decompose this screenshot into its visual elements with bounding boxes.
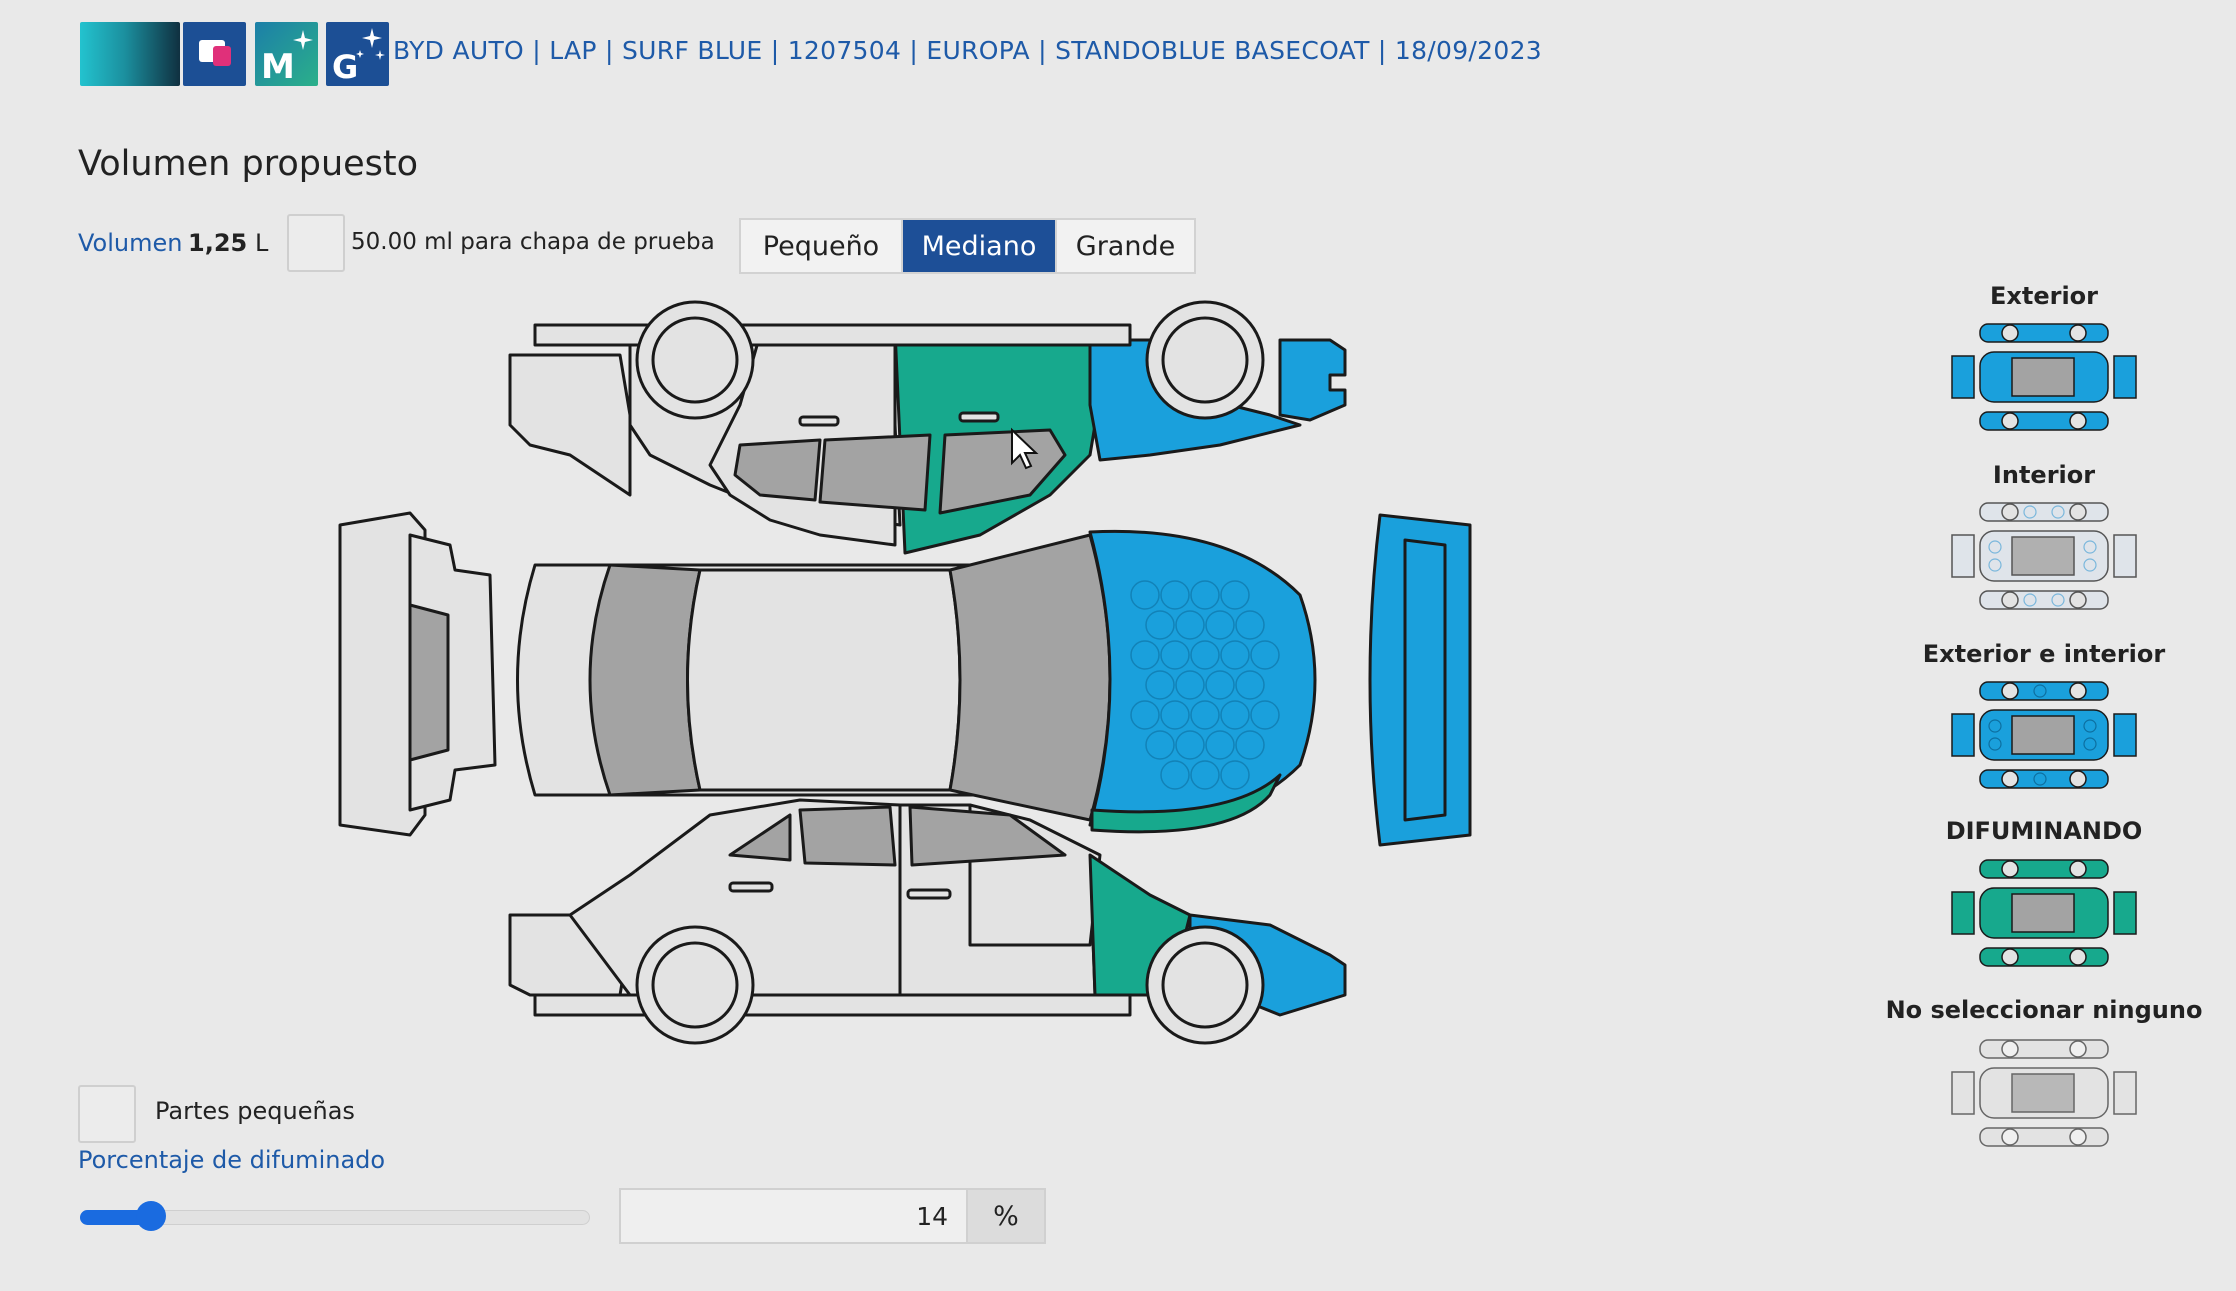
test-panel-checkbox[interactable] (287, 214, 345, 272)
bottom-rocker-strip (533, 993, 1132, 1017)
preset-none-label: No seleccionar ninguno (1885, 996, 2203, 1024)
preset-exterior-label: Exterior (1989, 282, 2098, 310)
preset-exterior-interior-thumbnail[interactable] (1950, 676, 2138, 794)
size-large-button[interactable]: Grande (1055, 220, 1194, 272)
volume-label: Volumen (78, 229, 183, 257)
top-door-handle (798, 415, 840, 427)
bottom-door-handle-front (906, 888, 952, 900)
preset-none-thumbnail[interactable] (1950, 1034, 2138, 1152)
preset-exterior-thumbnail[interactable] (1950, 318, 2138, 436)
rear-window (408, 603, 450, 762)
bottom-rear-wheel-hub (651, 941, 739, 1029)
vehicle-info-bar: BYD AUTO | LAP | SURF BLUE | 1207504 | E… (393, 36, 1542, 65)
rear-bumper-part[interactable] (338, 511, 427, 837)
top-front-wheel-hub (1161, 316, 1249, 404)
top-rear-wheel-hub (651, 316, 739, 404)
mouse-cursor-icon (1011, 427, 1039, 470)
blend-percentage-label: Porcentaje de difuminado (78, 1146, 386, 1174)
blend-slider-fill (80, 1210, 152, 1225)
top-door-handle-front (958, 411, 1000, 423)
preset-exterior-interior-label: Exterior e interior (1922, 640, 2166, 668)
test-panel-label: 50.00 ml para chapa de prueba (351, 229, 715, 255)
car-part-diagram (338, 300, 1472, 1045)
volume-value: 1,25 (188, 229, 248, 257)
preset-blending-label: DIFUMINANDO (1945, 817, 2143, 845)
bottom-door-handle (728, 881, 774, 893)
bottom-glass-mid (798, 805, 897, 867)
preset-interior-label: Interior (1992, 461, 2096, 489)
front-windshield (948, 533, 1112, 822)
blend-percentage-input[interactable]: 14 (619, 1188, 968, 1244)
front-grille (1403, 538, 1447, 822)
top-rocker-strip (533, 323, 1132, 347)
top-rear-bumper-part[interactable] (508, 353, 632, 497)
bottom-front-wheel-hub (1161, 941, 1249, 1029)
small-parts-label: Partes pequeñas (155, 1097, 355, 1125)
preset-interior-thumbnail[interactable] (1950, 497, 2138, 615)
svg-text:G: G (332, 48, 358, 86)
top-glass-mid (818, 433, 932, 512)
roof-part[interactable] (686, 568, 962, 792)
brand-gradient-icon (80, 22, 180, 86)
blend-slider-thumb[interactable] (136, 1201, 167, 1231)
small-parts-checkbox[interactable] (78, 1085, 136, 1143)
top-glass-rear (733, 438, 822, 502)
size-segmented-control: Pequeño Mediano Grande (739, 218, 1196, 274)
color-swatch-icon[interactable] (183, 22, 246, 86)
size-small-button[interactable]: Pequeño (741, 220, 901, 272)
top-front-bumper-part[interactable] (1278, 338, 1347, 422)
hood-pattern (1130, 580, 1280, 790)
glitter-g-icon[interactable]: G (326, 22, 389, 86)
hood-green-strip (1090, 773, 1282, 834)
preset-blending-thumbnail[interactable] (1950, 854, 2138, 972)
top-glass-front (938, 428, 1067, 515)
mixing-m-icon[interactable]: M (255, 22, 318, 87)
percent-unit-label: % (966, 1188, 1046, 1244)
bottom-glass-front (908, 805, 1067, 867)
svg-text:M: M (261, 47, 295, 86)
bottom-glass-rear (728, 813, 792, 862)
size-medium-button[interactable]: Mediano (901, 220, 1055, 272)
volume-unit: L (255, 229, 269, 257)
page-title: Volumen propuesto (78, 144, 419, 184)
rear-windshield (588, 563, 702, 797)
